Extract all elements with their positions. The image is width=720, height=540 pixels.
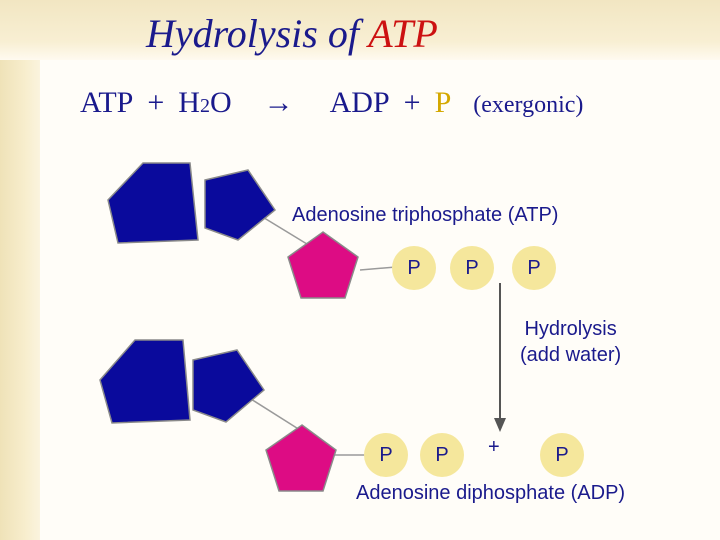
atp-adenine-ring-right	[205, 170, 275, 240]
adp-phosphate-1: P	[364, 433, 408, 477]
adp-phosphate-2: P	[420, 433, 464, 477]
atp-phosphate-2: P	[450, 246, 494, 290]
atp-phosphate-3: P	[512, 246, 556, 290]
hydrolysis-label-line-2: (add water)	[520, 342, 621, 368]
adp-adenine-ring-right	[193, 350, 264, 422]
plus-sign: +	[488, 436, 500, 459]
adp-adenine-ring-left	[100, 340, 190, 423]
hydrolysis-arrow-head-icon	[494, 418, 506, 432]
hydrolysis-label-line-1: Hydrolysis	[520, 316, 621, 342]
hydrolysis-label: Hydrolysis (add water)	[520, 316, 621, 368]
atp-phosphate-1: P	[392, 246, 436, 290]
atp-ribose-ring	[288, 232, 358, 298]
atp-adenine-ring-left	[108, 163, 198, 243]
free-phosphate: P	[540, 433, 584, 477]
adp-ribose-ring	[266, 425, 336, 491]
atp-label: Adenosine triphosphate (ATP)	[292, 204, 558, 227]
adp-label: Adenosine diphosphate (ADP)	[356, 482, 625, 505]
